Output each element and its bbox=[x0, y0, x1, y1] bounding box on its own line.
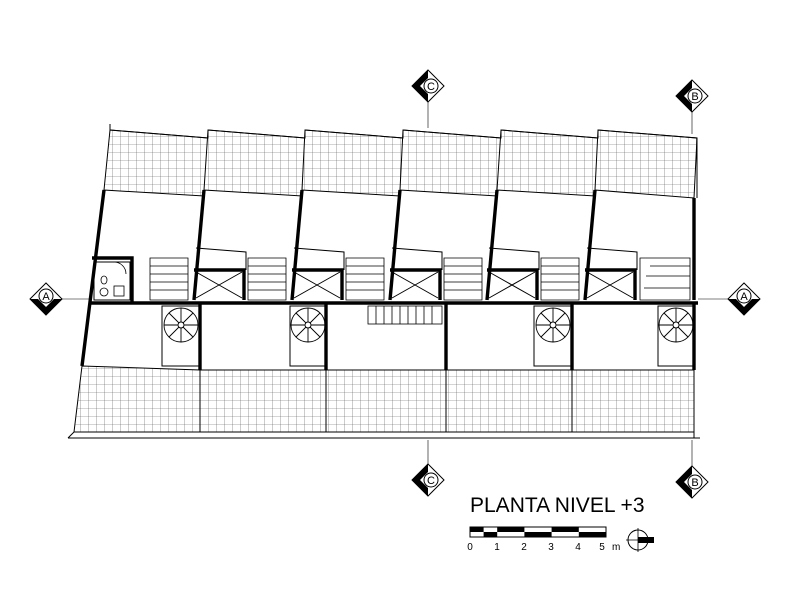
section-a-left-label: A bbox=[42, 291, 50, 303]
spiral-stairs bbox=[163, 307, 694, 343]
north-arrow-icon bbox=[626, 528, 654, 552]
section-marker-c-top: C bbox=[411, 69, 445, 103]
scale-label-0: 0 bbox=[467, 542, 473, 553]
bathroom-fixtures bbox=[99, 261, 127, 297]
section-marker-a-right: A bbox=[727, 282, 761, 316]
scale-label-2: 2 bbox=[521, 542, 527, 553]
section-a-right-label: A bbox=[740, 291, 748, 303]
section-c-top-label: C bbox=[427, 81, 435, 93]
scale-label-4: 4 bbox=[575, 542, 581, 553]
scale-bar: 0 1 2 3 4 5 m bbox=[467, 526, 620, 553]
upper-terraces bbox=[103, 124, 698, 199]
scale-label-5: 5 bbox=[599, 542, 605, 553]
scale-unit: m bbox=[612, 542, 620, 553]
lower-terraces bbox=[67, 365, 700, 439]
party-walls bbox=[80, 189, 698, 370]
section-c-bottom-label: C bbox=[427, 475, 435, 487]
scale-label-3: 3 bbox=[548, 542, 554, 553]
drawing-title: PLANTA NIVEL +3 bbox=[470, 494, 645, 517]
section-b-bottom-label: B bbox=[691, 477, 698, 489]
scale-label-1: 1 bbox=[494, 542, 500, 553]
interior-partitions bbox=[93, 247, 695, 367]
section-marker-c-bottom: C bbox=[411, 463, 445, 497]
section-marker-b-top: B bbox=[675, 79, 709, 113]
section-marker-b-bottom: B bbox=[675, 465, 709, 499]
section-marker-a-left: A bbox=[29, 282, 63, 316]
section-b-top-label: B bbox=[691, 91, 698, 103]
